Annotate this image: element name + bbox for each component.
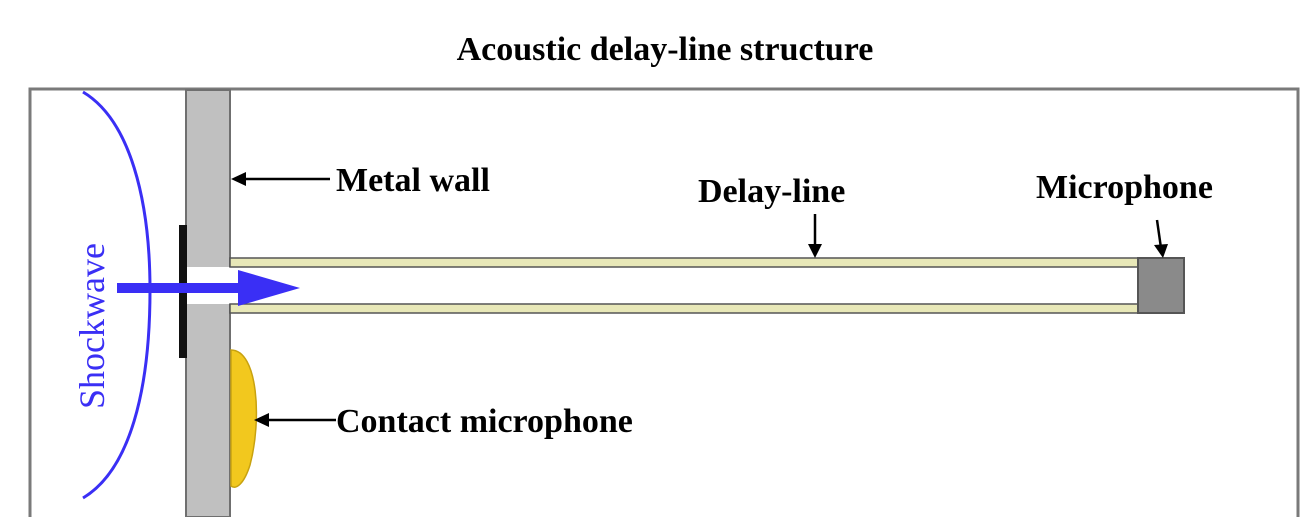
microphone-label: Microphone (1036, 169, 1213, 206)
shockwave-arrow (117, 270, 300, 306)
contact-microphone-blob (230, 349, 258, 488)
metal-wall-pointer (231, 172, 330, 186)
delay-line-tube (229, 257, 1139, 314)
delay-line-pointer (808, 214, 822, 258)
diagram-title: Acoustic delay-line structure (457, 31, 874, 68)
contact-microphone-label: Contact microphone (336, 403, 633, 440)
metal-wall-label: Metal wall (336, 162, 490, 199)
contact-microphone-pointer (254, 413, 336, 427)
microphone-pointer (1154, 219, 1168, 258)
delay-line-label: Delay-line (698, 173, 845, 210)
enclosure-frame (28, 87, 1300, 517)
shockwave-label: Shockwave (72, 243, 112, 409)
microphone-block (1137, 257, 1185, 314)
